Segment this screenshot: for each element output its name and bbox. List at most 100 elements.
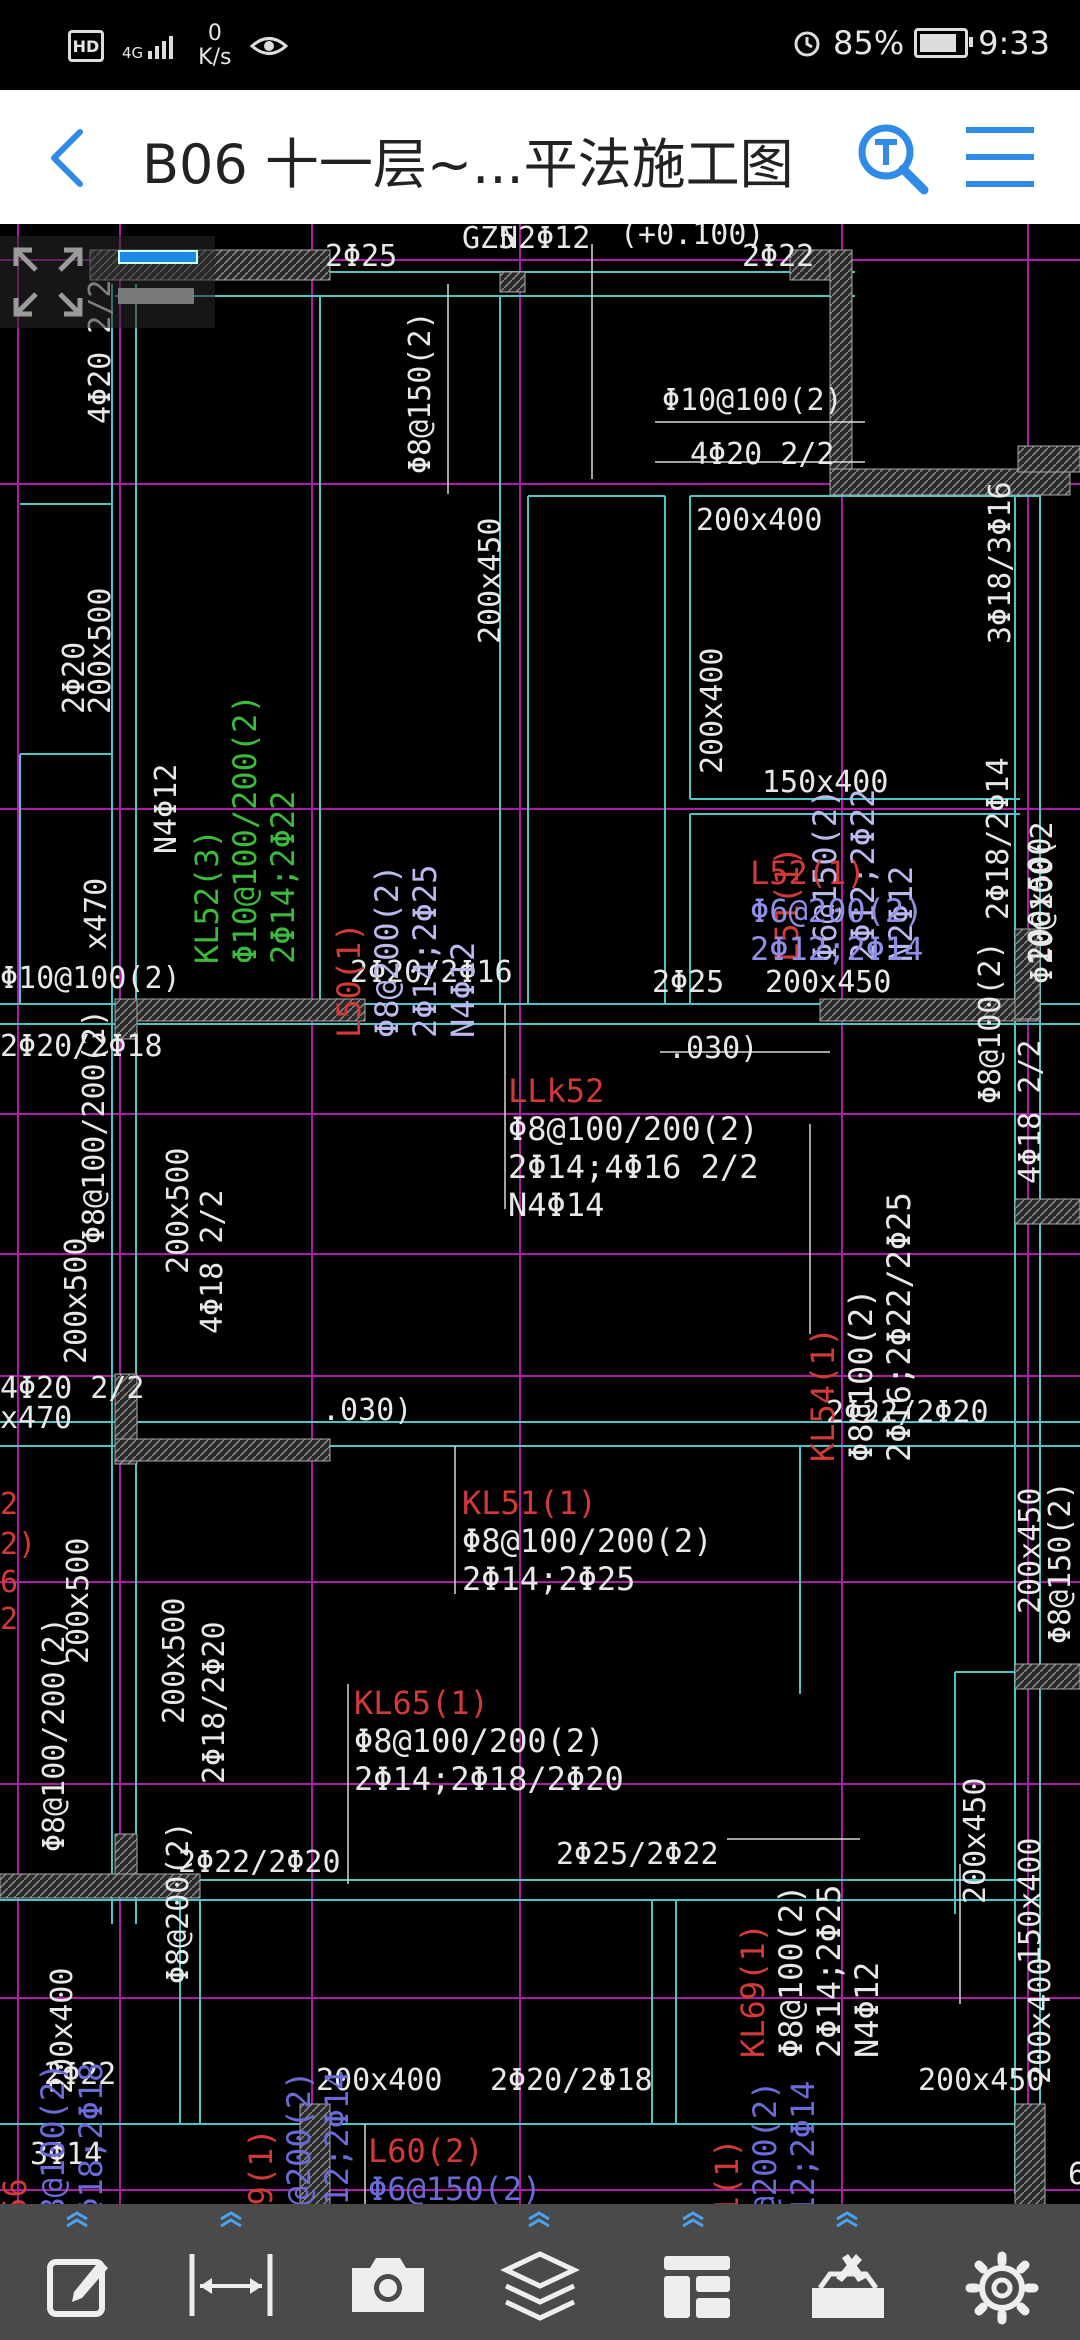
edit-icon	[47, 2259, 108, 2317]
annotation-label: 2Φ20/2Φ16	[350, 955, 513, 990]
annotation-label: 4Φ18 2/2	[195, 1190, 230, 1335]
beam-name: L56	[0, 2178, 34, 2204]
annotation-label: Φ8@100/200(2)	[37, 1617, 72, 1852]
measure-icon	[189, 2254, 273, 2316]
network-speed: 0 K/s	[198, 22, 231, 70]
beam-spec: 2Φ12;2Φ14	[784, 2081, 822, 2204]
annotation-label: 200x450	[765, 965, 891, 1000]
toolbox-icon	[812, 2254, 884, 2318]
beam-spec: Φ8@100(2)	[772, 1885, 810, 2058]
annotation-label: 2Φ18/2Φ20	[197, 1621, 232, 1784]
beam-name: LLk52	[508, 1072, 604, 1110]
edge-fragment: 6	[0, 1565, 18, 1600]
page-title: B06 十一层~...平法施工图	[142, 133, 794, 196]
annotation-label: .030)	[668, 1031, 758, 1066]
bottom-toolbar	[0, 2204, 1080, 2340]
beam-spec: Φ6@150(2)	[368, 2170, 541, 2204]
eye-icon	[250, 37, 289, 55]
annotation-label: 2Φ25	[652, 965, 724, 1000]
tool-camera[interactable]	[308, 2204, 462, 2340]
beam-spec: 2Φ12;2Φ22	[844, 789, 882, 962]
tool-settings[interactable]	[924, 2204, 1078, 2340]
annotation-label: Φ8@150(2)	[1043, 1481, 1078, 1644]
annotation-label: 200x400	[316, 2063, 442, 2098]
tool-edit[interactable]	[0, 2204, 154, 2340]
beam-spec: 2Φ16;2Φ22/2Φ25	[880, 1192, 918, 1462]
beam-spec: Φ8@100(2)	[34, 2063, 72, 2204]
annotation-label: GZ5	[462, 224, 516, 256]
annotation-label: 2Φ22	[742, 239, 814, 274]
text-search-icon[interactable]	[852, 118, 932, 198]
annotation-label: 200x500	[161, 1148, 196, 1274]
beam-spec: Φ6@150(2)	[806, 789, 844, 962]
zoom-indicator-track	[118, 288, 194, 304]
annotation-label: 4Φ20 2/2	[690, 437, 835, 472]
layers-icon	[500, 2251, 580, 2321]
beam-spec: 2Φ14;2Φ18/2Φ20	[354, 1760, 624, 1798]
beam-name: KL52(3)	[188, 829, 226, 964]
tool-layout[interactable]	[616, 2204, 770, 2340]
beam-spec: 2Φ14;2Φ22	[264, 791, 302, 964]
annotation-label: 200x450	[918, 2063, 1044, 2098]
tool-layers[interactable]	[462, 2204, 616, 2340]
chevron-up-icon	[220, 2211, 242, 2228]
speed-value: 0	[207, 21, 222, 46]
annotation-label: 4Φ18 2/2	[1013, 1040, 1048, 1185]
beam-spec: N4Φ14	[508, 1186, 604, 1224]
beam-spec: 2Φ14;4Φ16 2/2	[508, 1148, 758, 1186]
annotation-label: x470	[79, 878, 114, 950]
annotation-label: .030)	[322, 1393, 412, 1428]
annotation-label: 200x400	[1023, 1958, 1058, 2084]
annotation-label: 200x500	[59, 1238, 94, 1364]
edge-fragment: 2	[0, 1602, 18, 1637]
edge-fragment: 2	[0, 1487, 18, 1522]
annotation-label: 150x400	[1013, 1838, 1048, 1964]
menu-icon[interactable]	[962, 122, 1038, 192]
layout-icon	[664, 2256, 730, 2318]
beam-name: L60(2)	[368, 2132, 484, 2170]
tool-measure[interactable]	[154, 2204, 308, 2340]
beam-name: L50(1)	[330, 922, 368, 1038]
beam-spec: Φ8@100/200(2)	[508, 1110, 758, 1148]
alarm-icon	[794, 31, 820, 57]
annotation-label: 2Φ22/2Φ20	[178, 1845, 341, 1880]
annotation-label: 200x500	[83, 588, 118, 714]
signal-icon	[148, 36, 174, 59]
beam-spec: 2Φ18;2Φ18	[72, 2063, 110, 2204]
beam-name: L59(1)	[242, 2128, 280, 2204]
annotation-label: 2Φ25/2Φ22	[556, 1837, 719, 1872]
expand-view-button[interactable]	[0, 236, 215, 328]
annotation-label: Φ8@150(2)	[403, 311, 438, 474]
settings-icon	[965, 2251, 1039, 2325]
annotation-label: N2Φ12	[500, 224, 590, 256]
expand-icon	[13, 247, 83, 317]
beam-spec: Φ6@200(2)	[746, 2081, 784, 2204]
annotation-label: 2Φ20	[57, 642, 92, 714]
tool-toolbox[interactable]	[770, 2204, 924, 2340]
annotation-label: 3Φ14	[30, 2137, 102, 2172]
beam-spec: Φ8@200(2)	[368, 865, 406, 1038]
zoom-indicator-bar	[118, 250, 198, 264]
edge-fragment: Φ10@100(2	[1025, 821, 1060, 984]
annotation-label: Φ10@100(2)	[0, 961, 181, 996]
beam-spec: 2Φ14;2Φ25	[406, 865, 444, 1038]
status-bar: HD 4G 0 K/s 85% 9:33	[0, 0, 1080, 90]
annotation-label: 200x500	[157, 1598, 192, 1724]
hd-icon: HD	[68, 30, 104, 62]
annotation-label: 200x400	[695, 648, 730, 774]
beam-spec: Φ8@100/200(2)	[354, 1722, 604, 1760]
beam-name: L61(1)	[708, 2138, 746, 2204]
annotation-label: Φ8@200(2)	[161, 1821, 196, 1984]
beam-spec: 2Φ12;2Φ14	[318, 2071, 356, 2204]
annotation-label: 2Φ22	[44, 2057, 116, 2092]
clock: 9:33	[978, 24, 1050, 62]
annotation-label: 2Φ25	[325, 239, 397, 274]
annotation-label: 2Φ20/2Φ18	[0, 1029, 163, 1064]
speed-unit: K/s	[198, 45, 232, 70]
back-arrow-icon[interactable]	[40, 118, 100, 198]
annotation-label: 4Φ20 2/2	[0, 1371, 145, 1406]
battery-icon	[914, 28, 974, 58]
annotation-label: 3Φ18/3Φ16	[983, 481, 1018, 644]
camera-icon	[352, 2258, 424, 2312]
